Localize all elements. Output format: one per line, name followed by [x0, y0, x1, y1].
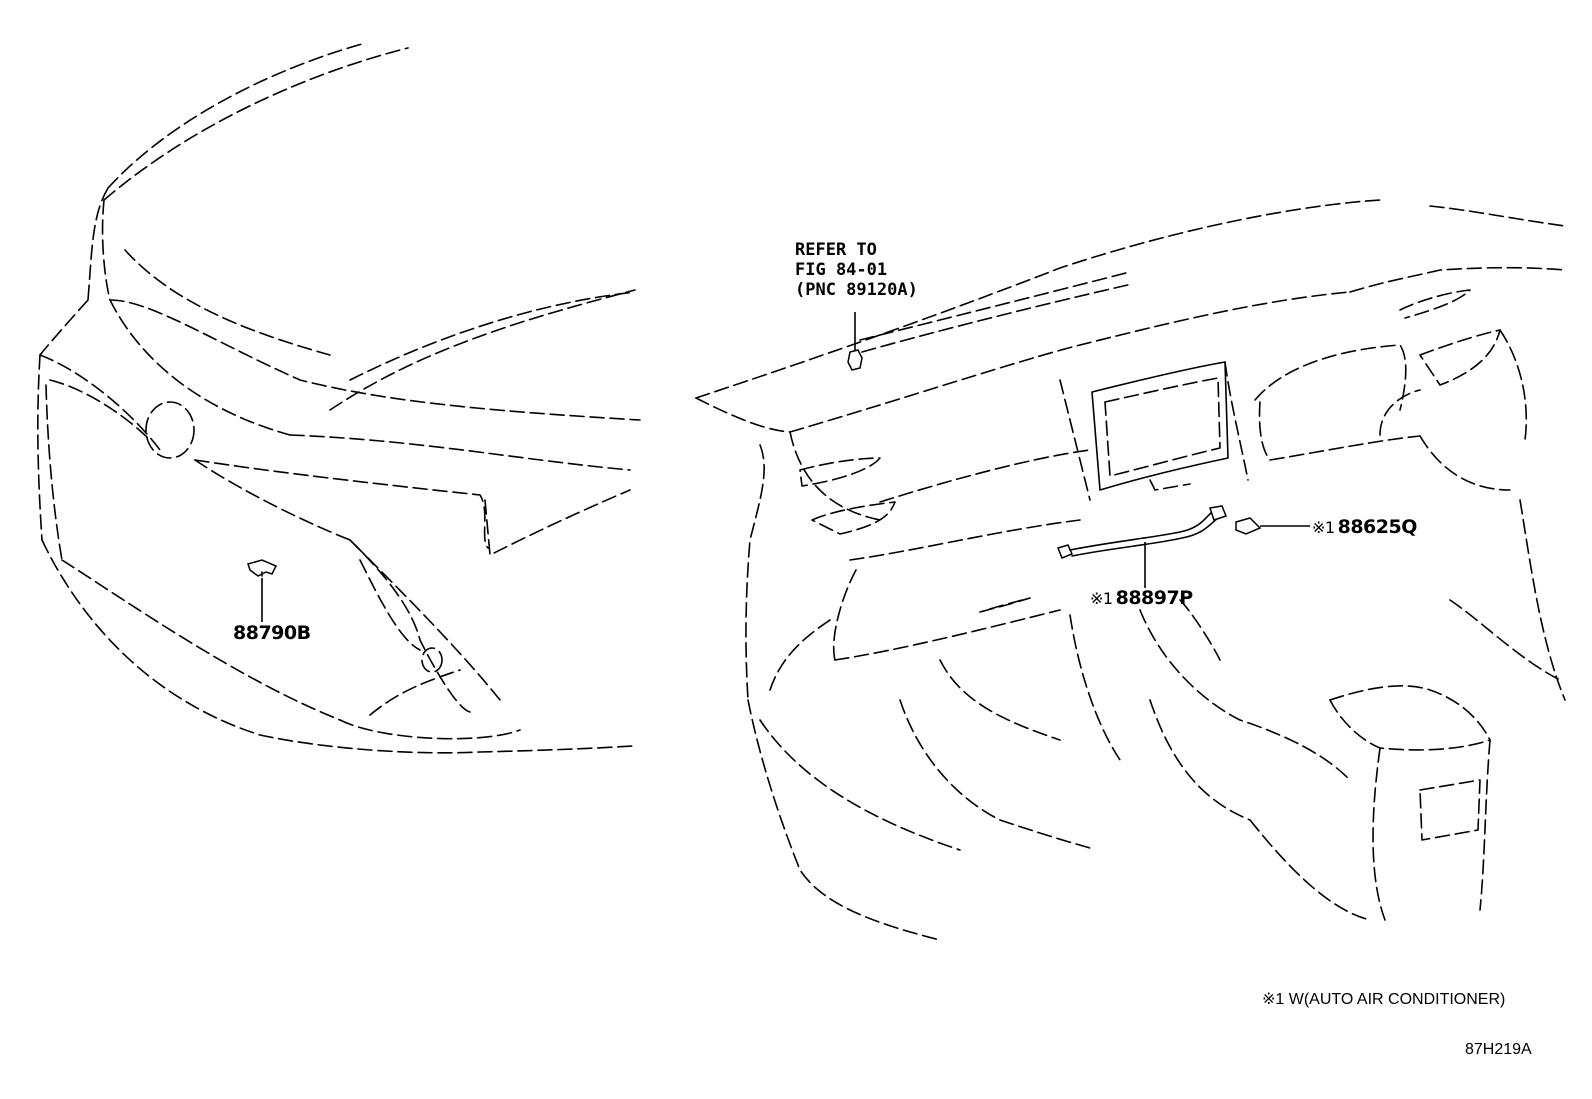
part-number-88790b: 88790B: [233, 622, 311, 644]
car-front-exterior: [37, 43, 641, 754]
dashboard-interior: [695, 199, 1566, 941]
footnote-mark: ※1: [1090, 589, 1113, 608]
refer-line-1: REFER TO: [795, 240, 877, 260]
diagram-code: 87H219A: [1465, 1041, 1532, 1058]
refer-line-3: (PNC 89120A): [795, 280, 918, 300]
part-number-88625q: 88625Q: [1337, 516, 1418, 538]
refer-line-2: FIG 84-01: [795, 260, 888, 280]
part-number-88897p: 88897P: [1115, 587, 1194, 609]
footnote: ※1 W(AUTO AIR CONDITIONER): [1262, 991, 1506, 1008]
part-label-88790b: 88790B: [233, 624, 311, 643]
footnote-mark: ※1: [1312, 518, 1335, 537]
refer-to-note: REFER TO FIG 84-01 (PNC 89120A): [795, 240, 918, 300]
